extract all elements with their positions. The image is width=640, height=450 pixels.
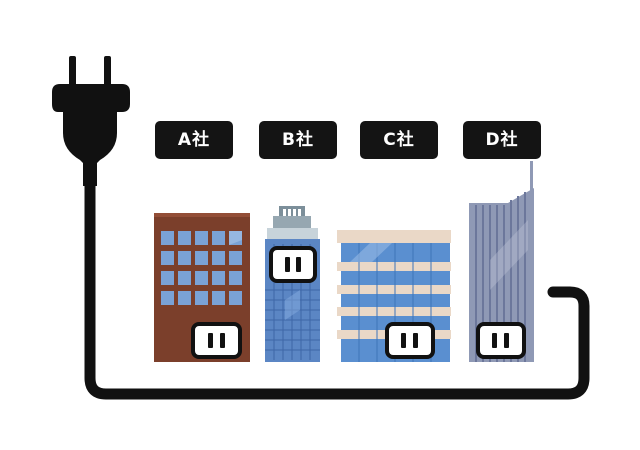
building-a-windows [161, 231, 242, 305]
company-label-c: C社 [360, 121, 438, 159]
company-label-b: B社 [259, 121, 337, 159]
company-label-d: D社 [463, 121, 541, 159]
power-outlet-icon [385, 322, 435, 359]
power-outlet-icon [269, 246, 317, 283]
power-outlet-icon [191, 322, 242, 359]
power-plug-icon [52, 56, 130, 186]
power-outlet-icon [476, 322, 526, 359]
company-label-a: A社 [155, 121, 233, 159]
building-b [265, 206, 320, 362]
power-cord [84, 179, 590, 400]
